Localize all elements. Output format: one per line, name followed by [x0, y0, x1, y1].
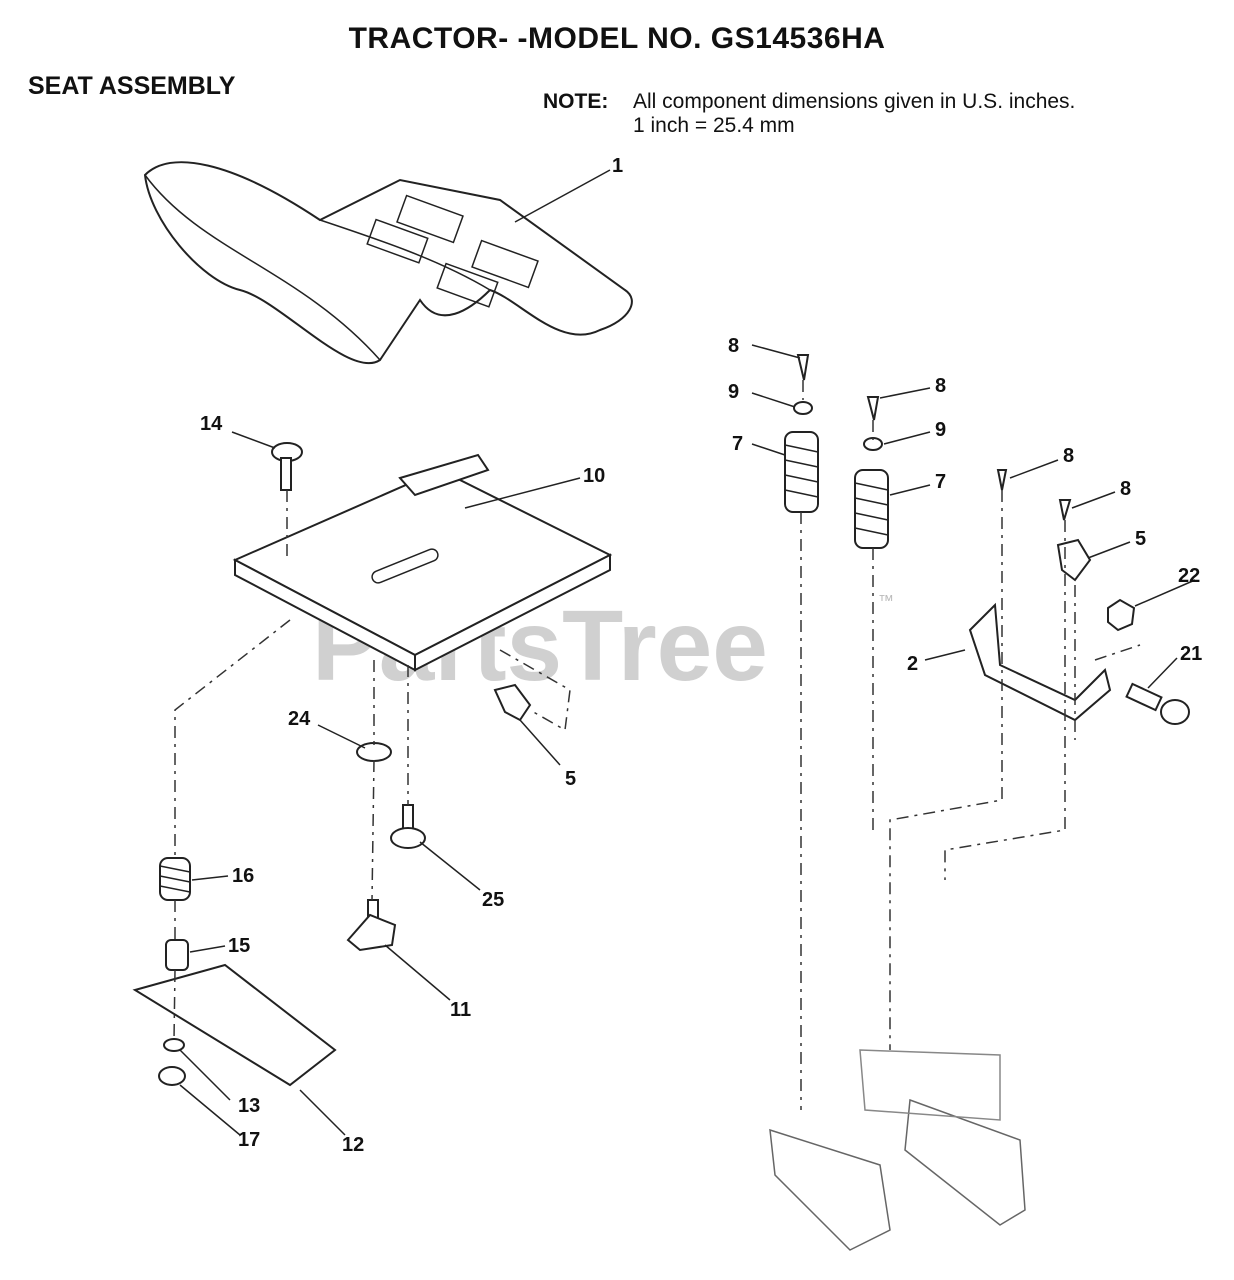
callout-5-right: 5: [1135, 528, 1146, 550]
seat: [143, 161, 633, 364]
bracket-12: [132, 963, 337, 1087]
bolt-25: [390, 804, 426, 849]
spacer-15: [165, 939, 189, 971]
section-title: SEAT ASSEMBLY: [28, 72, 236, 100]
callout-10: 10: [583, 465, 605, 487]
tractor-frame: [769, 1049, 1026, 1251]
watermark-trademark: ™: [878, 593, 894, 610]
page-title: TRACTOR- -MODEL NO. GS14536HA: [348, 22, 886, 55]
nut-22: [1107, 598, 1136, 632]
callout-5-left: 5: [565, 768, 576, 790]
pin-8-c: [996, 469, 1008, 491]
spring-16: [159, 857, 191, 901]
callout-8-b: 8: [935, 375, 946, 397]
callout-11: 11: [450, 999, 471, 1021]
seat-pan: [232, 453, 613, 672]
washer-9-left: [793, 401, 813, 415]
callout-9-b: 9: [935, 419, 946, 441]
spring-7-right: [854, 469, 889, 549]
clip-5-left: [493, 683, 532, 722]
clip-5-right: [1056, 538, 1092, 582]
callout-8-c: 8: [1063, 445, 1074, 467]
callout-16: 16: [232, 865, 254, 887]
bolt-21: [1125, 682, 1190, 725]
callout-15: 15: [228, 935, 250, 957]
callout-9-a: 9: [728, 381, 739, 403]
pin-8-b: [866, 396, 880, 421]
knob-11: [346, 899, 397, 952]
callout-8-d: 8: [1120, 478, 1131, 500]
nut-13: [163, 1038, 185, 1052]
note: NOTE: All component dimensions given in U…: [543, 90, 1075, 138]
callout-12: 12: [342, 1134, 364, 1156]
callout-1: 1: [612, 155, 623, 177]
callout-8-a: 8: [728, 335, 739, 357]
callout-17: 17: [238, 1129, 260, 1151]
note-label: NOTE:: [543, 90, 609, 113]
callout-22: 22: [1178, 565, 1200, 587]
callout-21: 21: [1180, 643, 1202, 665]
bracket-2: [968, 602, 1112, 722]
spring-7-left: [784, 431, 819, 513]
callout-24: 24: [288, 708, 311, 730]
callout-14: 14: [200, 413, 223, 435]
pin-8-d: [1058, 499, 1072, 521]
callout-2: 2: [907, 653, 918, 675]
note-line-2: 1 inch = 25.4 mm: [633, 114, 795, 137]
washer-24: [356, 742, 392, 762]
nut-17: [158, 1066, 186, 1086]
pin-8-a: [796, 354, 810, 381]
bolt-14: [271, 442, 303, 491]
callout-7-b: 7: [935, 471, 946, 493]
callout-7-a: 7: [732, 433, 743, 455]
callout-25: 25: [482, 889, 504, 911]
note-line-1: All component dimensions given in U.S. i…: [633, 90, 1076, 113]
callout-13: 13: [238, 1095, 260, 1117]
